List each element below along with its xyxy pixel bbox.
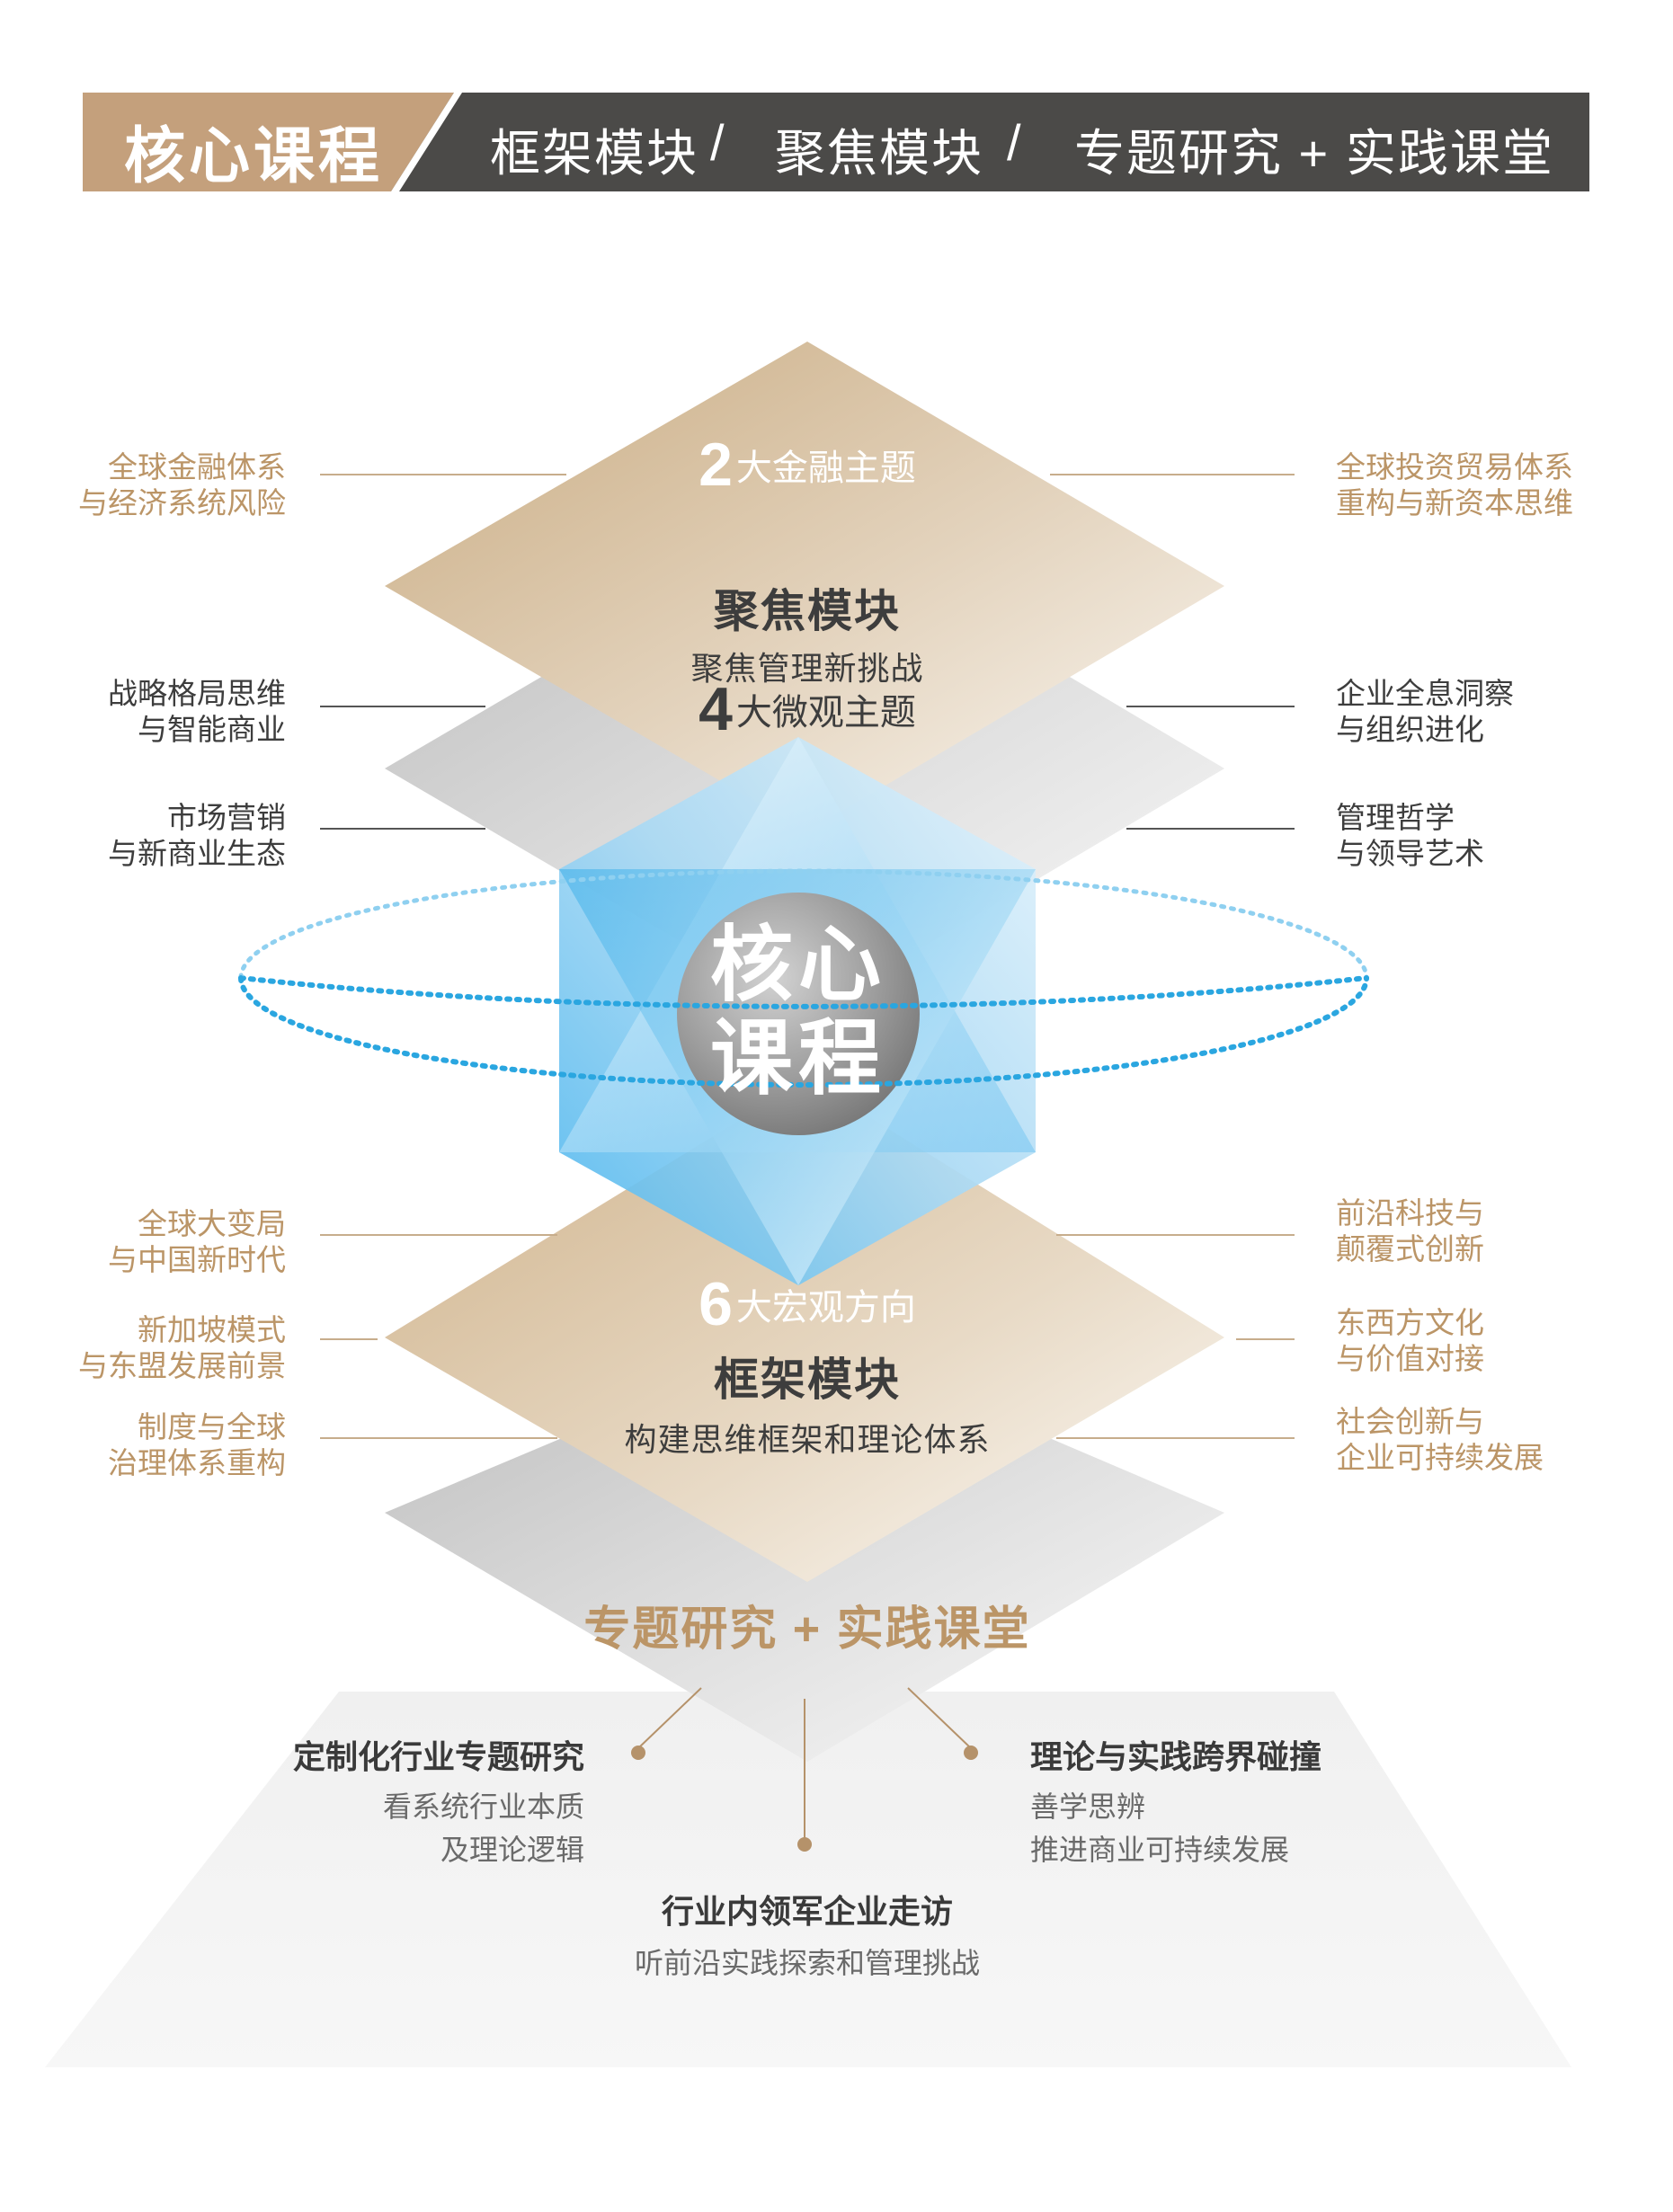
- core-label: 核心 课程: [656, 919, 940, 1106]
- label-line: 新加坡模式: [78, 1312, 286, 1348]
- practice-point-research: 定制化行业专题研究 看系统行业本质 及理论逻辑: [293, 1731, 584, 1871]
- practice-point-desc: 善学思辨 推进商业可持续发展: [1030, 1785, 1321, 1871]
- header-separator: /: [710, 113, 726, 172]
- label-line: 重构与新资本思维: [1336, 485, 1573, 521]
- label-line: 东西方文化: [1336, 1305, 1484, 1341]
- right-label-2: 企业全息洞察 与组织进化: [1336, 676, 1514, 748]
- practice-point-visits: 行业内领军企业走访 听前沿实践探索和管理挑战: [503, 1886, 1111, 1985]
- framework-module-subtitle: 构建思维框架和理论体系: [503, 1414, 1111, 1461]
- practice-title: 专题研究 + 实践课堂: [503, 1591, 1111, 1658]
- practice-point-title: 行业内领军企业走访: [503, 1886, 1111, 1932]
- practice-point-title: 理论与实践跨界碰撞: [1030, 1731, 1321, 1778]
- label-line: 与价值对接: [1336, 1341, 1484, 1377]
- label-line: 全球投资贸易体系: [1336, 449, 1573, 485]
- right-label-3: 管理哲学 与领导艺术: [1336, 800, 1484, 872]
- label-line: 与东盟发展前景: [78, 1348, 286, 1384]
- label-line: 颠覆式创新: [1336, 1231, 1484, 1267]
- pointer-dot-center: [797, 1837, 812, 1852]
- label-line: 制度与全球: [108, 1409, 286, 1445]
- pointer-dot-right: [964, 1746, 978, 1760]
- practice-point-crossover: 理论与实践跨界碰撞 善学思辨 推进商业可持续发展: [1030, 1731, 1321, 1871]
- right-label-4: 前沿科技与 颠覆式创新: [1336, 1195, 1484, 1267]
- label-line: 与新商业生态: [108, 836, 286, 872]
- practice-point-line: 及理论逻辑: [293, 1828, 584, 1871]
- framework-number-text: 大宏观方向: [736, 1288, 916, 1328]
- practice-point-desc: 听前沿实践探索和管理挑战: [503, 1941, 1111, 1985]
- practice-point-line: 善学思辨: [1030, 1785, 1321, 1828]
- label-line: 与智能商业: [108, 712, 286, 748]
- core-line-2: 课程: [656, 1012, 940, 1106]
- right-label-6: 社会创新与 企业可持续发展: [1336, 1404, 1544, 1476]
- header-item-practice: 专题研究 + 实践课堂: [1074, 113, 1554, 186]
- label-line: 与经济系统风险: [78, 485, 286, 521]
- label-line: 企业全息洞察: [1336, 676, 1514, 712]
- header-item-focus: 聚焦模块: [775, 113, 983, 186]
- label-line: 市场营销: [108, 800, 286, 836]
- label-line: 企业可持续发展: [1336, 1440, 1544, 1476]
- right-label-1: 全球投资贸易体系 重构与新资本思维: [1336, 449, 1573, 521]
- focus-module-title: 聚焦模块: [566, 575, 1048, 640]
- left-label-3: 市场营销 与新商业生态: [108, 800, 286, 872]
- left-label-1: 全球金融体系 与经济系统风险: [78, 449, 286, 521]
- label-line: 管理哲学: [1336, 800, 1484, 836]
- label-line: 全球金融体系: [78, 449, 286, 485]
- header-tab-label: 核心课程: [124, 106, 383, 195]
- label-line: 治理体系重构: [108, 1445, 286, 1481]
- practice-point-desc: 看系统行业本质 及理论逻辑: [293, 1785, 584, 1871]
- focus-micro-text: 大微观主题: [736, 693, 916, 733]
- focus-micro-number: 4: [699, 675, 733, 743]
- left-label-2: 战略格局思维 与智能商业: [108, 676, 286, 748]
- label-line: 与中国新时代: [108, 1242, 286, 1278]
- label-line: 与领导艺术: [1336, 836, 1484, 872]
- framework-number: 6: [699, 1270, 733, 1338]
- practice-point-line: 看系统行业本质: [293, 1785, 584, 1828]
- header-item-framework: 框架模块: [490, 113, 699, 186]
- label-line: 战略格局思维: [108, 676, 286, 712]
- label-line: 与组织进化: [1336, 712, 1514, 748]
- label-line: 前沿科技与: [1336, 1195, 1484, 1231]
- pointer-dot-left: [631, 1746, 645, 1760]
- practice-point-title: 定制化行业专题研究: [293, 1731, 584, 1778]
- left-label-5: 新加坡模式 与东盟发展前景: [78, 1312, 286, 1384]
- label-line: 全球大变局: [108, 1206, 286, 1242]
- header-separator: /: [1007, 113, 1023, 172]
- core-line-1: 核心: [656, 919, 940, 1012]
- focus-top-text: 大金融主题: [736, 449, 916, 488]
- label-line: 社会创新与: [1336, 1404, 1544, 1440]
- right-label-5: 东西方文化 与价值对接: [1336, 1305, 1484, 1377]
- focus-top-number: 2: [699, 431, 733, 499]
- practice-point-line: 推进商业可持续发展: [1030, 1828, 1321, 1871]
- left-label-4: 全球大变局 与中国新时代: [108, 1206, 286, 1278]
- left-label-6: 制度与全球 治理体系重构: [108, 1409, 286, 1481]
- framework-module-title: 框架模块: [566, 1344, 1048, 1408]
- practice-point-line: 听前沿实践探索和管理挑战: [503, 1941, 1111, 1985]
